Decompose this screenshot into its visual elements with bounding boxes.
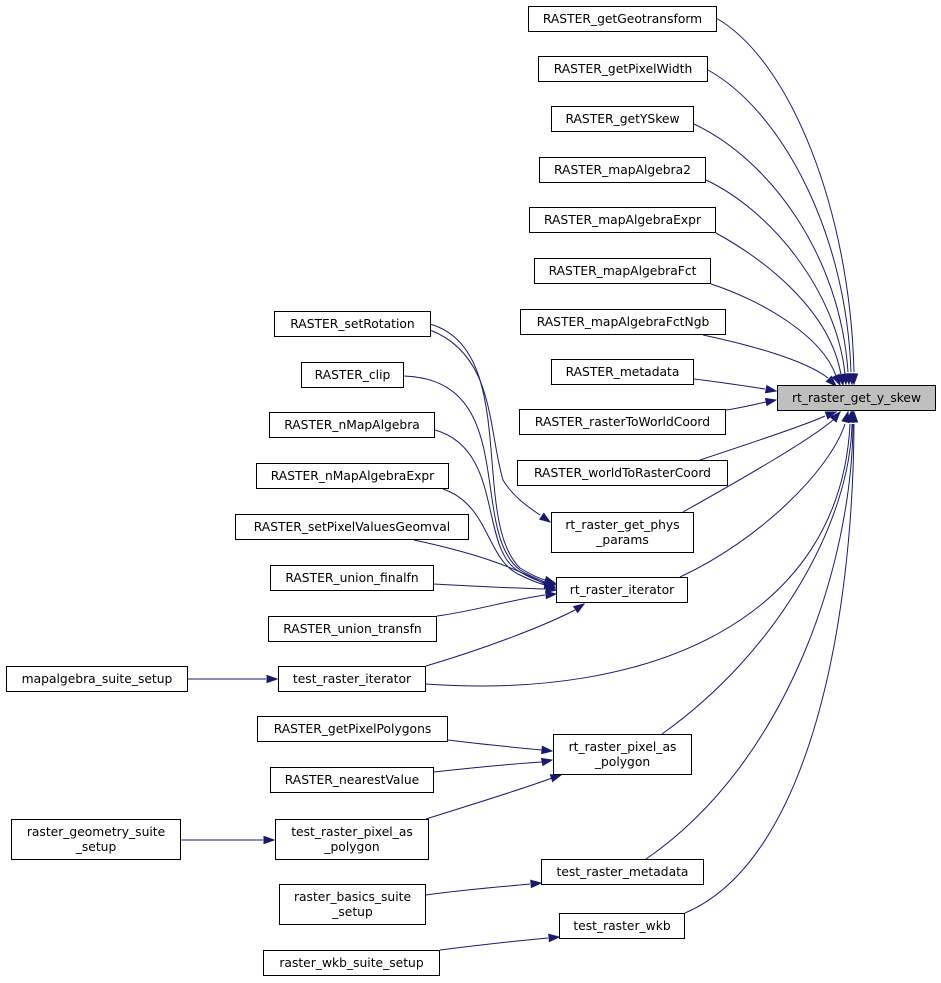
node-raster-union-transfn[interactable]: RASTER_union_transfn	[268, 616, 437, 642]
edge-getPixelWidth-to-root	[707, 69, 852, 373]
node-raster-mapalgebrafct[interactable]: RASTER_mapAlgebraFct	[534, 258, 711, 284]
arrowhead-mapAlgebraFctNgb-to-root	[825, 375, 838, 388]
node-rt-raster-get-y-skew: rt_raster_get_y_skew	[777, 385, 936, 411]
node-raster-mapalgebraexpr[interactable]: RASTER_mapAlgebraExpr	[529, 207, 716, 233]
node-raster-basics-suite-setup[interactable]: raster_basics_suite _setup	[279, 884, 426, 925]
node-raster-getyskew[interactable]: RASTER_getYSkew	[551, 106, 694, 132]
edge-getPixelPolygons-to-pixelAsPolygon	[447, 739, 543, 751]
call-edges	[181, 17, 859, 951]
node-raster-worldtorastercoord[interactable]: RASTER_worldToRasterCoord	[517, 460, 728, 486]
edge-setRotation-to-iterator	[429, 323, 546, 581]
node-mapalgebra-suite-setup[interactable]: mapalgebra_suite_setup	[6, 666, 188, 692]
edge-basicsSuite-to-testMetadata	[425, 883, 531, 896]
arrowhead-testPixelAsPolygon-to-pixelAsPolygon	[549, 774, 563, 783]
arrowhead-basicsSuite-to-testMetadata	[530, 879, 543, 889]
node-rt-raster-get-phys-params[interactable]: rt_raster_get_phys _params	[551, 512, 694, 553]
arrowhead-getPhysParams-to-root	[829, 410, 841, 423]
edge-mapAlgebraFctNgb-to-root	[702, 334, 829, 379]
edge-testIterator-to-root	[425, 423, 851, 687]
node-raster-metadata[interactable]: RASTER_metadata	[551, 359, 694, 385]
node-raster-getpixelpolygons[interactable]: RASTER_getPixelPolygons	[257, 716, 448, 742]
arrowhead-geometrySuite-to-testPixelAsPolygon	[263, 835, 276, 845]
node-raster-nmapalgebra[interactable]: RASTER_nMapAlgebra	[269, 412, 435, 438]
node-raster-nearestvalue[interactable]: RASTER_nearestValue	[270, 767, 434, 793]
node-raster-union-finalfn[interactable]: RASTER_union_finalfn	[270, 565, 434, 591]
edge-worldToRasterCoord-to-root	[699, 415, 826, 461]
edge-testPixelAsPolygon-to-pixelAsPolygon	[425, 777, 553, 820]
edge-getPhysParams-to-root	[682, 419, 834, 513]
node-rt-raster-iterator[interactable]: rt_raster_iterator	[556, 577, 688, 603]
node-raster-mapalgebra2[interactable]: RASTER_mapAlgebra2	[539, 157, 706, 183]
node-raster-rastertoworldcoord[interactable]: RASTER_rasterToWorldCoord	[519, 409, 726, 435]
edge-pixelAsPolygon-to-root	[661, 423, 853, 735]
edge-testMetadata-to-root	[645, 423, 854, 860]
edge-mapAlgebraFct-to-root	[710, 283, 837, 377]
node-raster-geometry-suite-setup[interactable]: raster_geometry_suite _setup	[11, 819, 181, 860]
edge-getYSkew-to-root	[693, 123, 849, 373]
arrowhead-getPixelPolygons-to-pixelAsPolygon	[541, 745, 554, 755]
edge-nearestValue-to-pixelAsPolygon	[433, 761, 543, 773]
node-raster-setrotation[interactable]: RASTER_setRotation	[274, 311, 431, 337]
edge-nMapAlgebraExpr-to-iterator	[442, 488, 546, 586]
arrowhead-testWkb-to-root	[849, 410, 859, 423]
edge-setRotation-to-getPhysParams	[429, 329, 541, 516]
arrowhead-rasterToWorldCoord-to-root	[764, 397, 778, 407]
node-raster-getpixelwidth[interactable]: RASTER_getPixelWidth	[538, 56, 708, 82]
node-test-raster-wkb[interactable]: test_raster_wkb	[559, 913, 685, 939]
node-raster-wkb-suite-setup[interactable]: raster_wkb_suite_setup	[263, 950, 440, 976]
edge-getGeotransform-to-root	[715, 17, 855, 373]
edge-testWkb-to-root	[684, 423, 855, 914]
node-test-raster-iterator[interactable]: test_raster_iterator	[278, 666, 426, 692]
edge-clip-to-iterator	[403, 375, 546, 583]
node-raster-clip[interactable]: RASTER_clip	[301, 362, 404, 388]
node-raster-getgeotransform[interactable]: RASTER_getGeotransform	[528, 6, 717, 32]
arrowhead-unionTransfn-to-iterator	[545, 590, 558, 600]
arrowhead-mapalgebraSuite-to-testIterator	[266, 674, 279, 684]
arrowhead-worldToRasterCoord-to-root	[824, 411, 838, 420]
edge-mapAlgebra2-to-root	[705, 179, 846, 375]
arrowhead-testIterator-to-iterator	[572, 603, 586, 614]
edge-testIterator-to-iterator	[425, 609, 576, 667]
node-rt-raster-pixel-as-polygon[interactable]: rt_raster_pixel_as _polygon	[553, 734, 692, 775]
edge-iterator-to-root	[679, 423, 846, 578]
edge-unionFinalfn-to-iterator	[433, 583, 546, 590]
arrowhead-wkbSuite-to-testWkb	[548, 933, 561, 943]
arrowhead-mapAlgebraFct-to-root	[831, 373, 841, 387]
node-raster-mapalgebrafctngb[interactable]: RASTER_mapAlgebraFctNgb	[520, 309, 726, 335]
node-test-raster-pixel-as-polygon[interactable]: test_raster_pixel_as _polygon	[275, 819, 429, 860]
edge-unionTransfn-to-iterator	[436, 594, 546, 617]
arrowhead-metadata-to-root	[764, 384, 778, 394]
edge-rasterToWorldCoord-to-root	[725, 401, 767, 411]
edge-nMapAlgebra-to-iterator	[434, 429, 546, 584]
node-raster-nmapalgebraexpr[interactable]: RASTER_nMapAlgebraExpr	[256, 463, 449, 489]
edge-metadata-to-root	[693, 378, 766, 390]
edge-mapAlgebraExpr-to-root	[715, 232, 842, 376]
edge-wkbSuite-to-testWkb	[439, 937, 549, 951]
node-test-raster-metadata[interactable]: test_raster_metadata	[541, 859, 704, 885]
arrowhead-setRotation-to-getPhysParams	[538, 512, 552, 523]
edge-setPixelValuesGeomval-to-iterator	[413, 539, 546, 585]
node-raster-setpixelvaluesgeomval[interactable]: RASTER_setPixelValuesGeomval	[235, 514, 469, 540]
arrowhead-unionFinalfn-to-iterator	[545, 584, 558, 594]
arrowhead-nearestValue-to-pixelAsPolygon	[540, 757, 554, 767]
